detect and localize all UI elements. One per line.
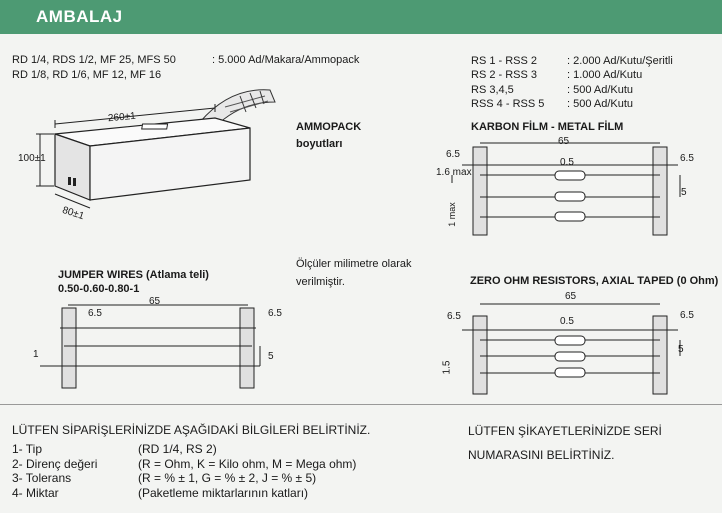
karbon-05: 0.5: [560, 157, 574, 168]
karbon-65-left: 6.5: [446, 149, 460, 160]
note-line2: verilmiştir.: [296, 276, 345, 288]
jumper-diagram: [40, 304, 261, 389]
order-item-value: (RD 1/4, RS 2): [138, 442, 217, 456]
zero-65-right: 6.5: [680, 310, 694, 321]
jumper-5: 5: [268, 351, 274, 362]
rs-row-name: RS 3,4,5: [471, 84, 514, 96]
zero-65-left: 6.5: [447, 311, 461, 322]
ammopack-title: AMMOPACK: [296, 121, 362, 133]
order-title: LÜTFEN SİPARİŞLERİNİZDE AŞAĞIDAKİ BİLGİL…: [12, 423, 371, 437]
jumper-title: JUMPER WIRES (Atlama teli): [58, 269, 209, 281]
zero-title: ZERO OHM RESISTORS, AXIAL TAPED (0 Ohm): [470, 275, 719, 287]
rs-row-qty: : 1.000 Ad/Kutu: [567, 69, 643, 81]
rs-row-name: RS 1 - RSS 2: [471, 55, 538, 67]
jumper-65-right: 6.5: [268, 308, 282, 319]
zero-5: 5: [678, 344, 684, 355]
karbon-65-right: 6.5: [680, 153, 694, 164]
ammopack-length-label: 260±1: [107, 110, 137, 125]
order-item-label: 2- Direnç değeri: [12, 457, 98, 471]
karbon-16max: 1.6 max: [436, 167, 472, 178]
rs-row-name: RS 2 - RSS 3: [471, 69, 538, 81]
packaging-line1: RD 1/4, RDS 1/2, MF 25, MFS 50: [12, 54, 176, 66]
page-title: AMBALAJ: [36, 7, 123, 26]
header-bar: AMBALAJ: [0, 0, 722, 34]
rs-row-name: RSS 4 - RSS 5: [471, 98, 545, 110]
section-divider: [0, 404, 722, 405]
jumper-65-left: 6.5: [88, 308, 102, 319]
zero-65: 65: [565, 291, 577, 302]
complaint-line2: NUMARASINI BELİRTİNİZ.: [468, 448, 615, 462]
karbon-65: 65: [558, 136, 570, 147]
jumper-subtitle: 0.50-0.60-0.80-1: [58, 283, 140, 295]
rs-row-qty: : 500 Ad/Kutu: [567, 84, 634, 96]
karbon-5: 5: [681, 187, 687, 198]
ammopack-height-label: 100±1: [18, 153, 46, 164]
jumper-1: 1: [33, 349, 39, 360]
complaint-line1: LÜTFEN ŞİKAYETLERİNİZDE SERİ: [468, 424, 662, 438]
note-line1: Ölçüler milimetre olarak: [296, 258, 412, 270]
jumper-65: 65: [149, 296, 161, 307]
zero-05: 0.5: [560, 316, 574, 327]
karbon-1max: 1 max: [446, 202, 457, 227]
karbon-title: KARBON FİLM - METAL FİLM: [471, 121, 624, 133]
zero-15: 1.5: [441, 360, 453, 375]
order-item-value: (R = % ± 1, G = % ± 2, J = % ± 5): [138, 471, 317, 485]
order-item-label: 3- Tolerans: [12, 471, 72, 485]
karbon-diagram: [451, 142, 681, 236]
order-item-label: 4- Miktar: [12, 486, 59, 500]
ammopack-subtitle: boyutları: [296, 138, 343, 150]
rs-row-qty: : 500 Ad/Kutu: [567, 98, 634, 110]
ammopack-box-diagram: [36, 89, 276, 209]
rs-row-qty: : 2.000 Ad/Kutu/Şeritli: [567, 55, 673, 67]
packaging-line2: RD 1/8, RD 1/6, MF 12, MF 16: [12, 69, 162, 81]
order-item-label: 1- Tip: [12, 442, 43, 456]
order-item-value: (Paketleme miktarlarının katları): [138, 486, 309, 500]
packaging-line1-qty: : 5.000 Ad/Makara/Ammopack: [212, 54, 360, 66]
order-item-value: (R = Ohm, K = Kilo ohm, M = Mega ohm): [138, 457, 357, 471]
zero-diagram: [462, 303, 681, 395]
